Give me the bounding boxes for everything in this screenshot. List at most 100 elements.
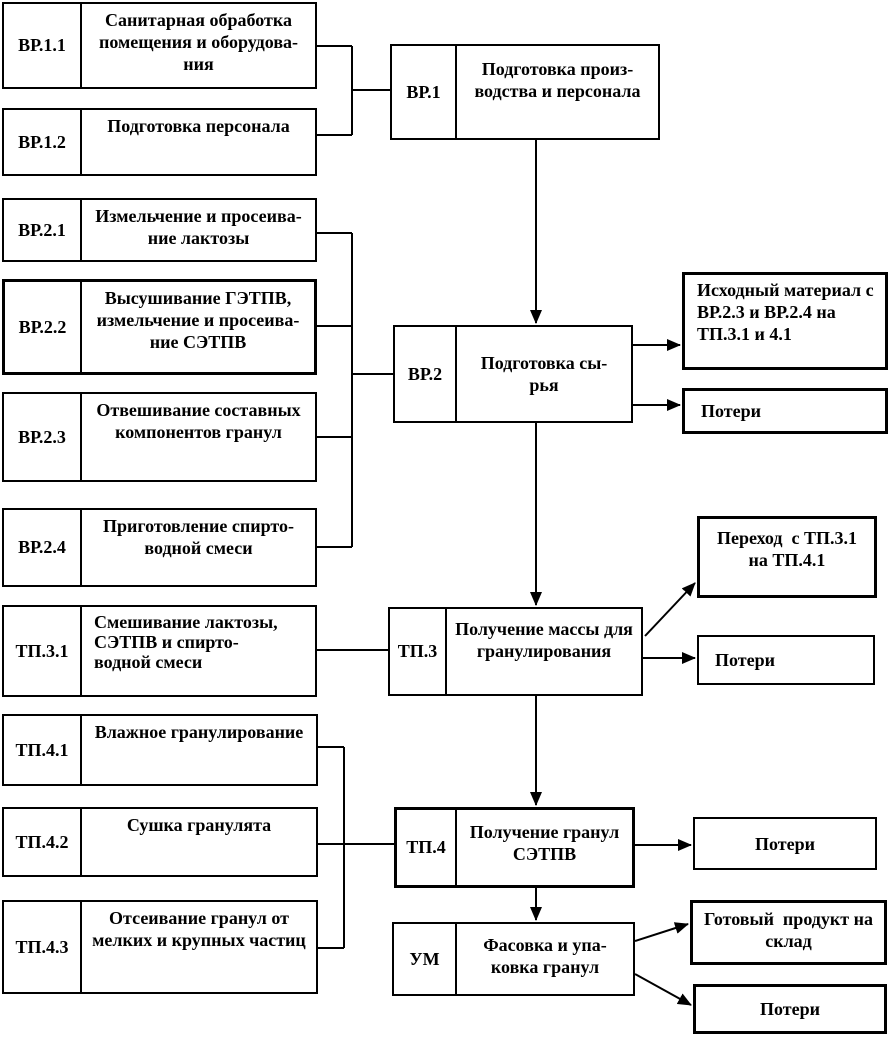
text-line: Подготовка произ- xyxy=(481,59,634,79)
text-line: Потери xyxy=(701,401,761,421)
stage-text: Приготовление спирто-водной смеси xyxy=(82,510,315,585)
stage-code: ТП.4.2 xyxy=(4,809,82,875)
text-line: СЭТПВ и спирто- xyxy=(94,632,239,652)
text-line: компонентов гранул xyxy=(115,422,282,442)
process-box-tp-4-2: ТП.4.2 Сушка гранулята xyxy=(2,807,318,877)
process-box-vr-2-1: ВР.2.1 Измельчение и просеива-ние лактоз… xyxy=(2,198,317,262)
text-line: водства и персонала xyxy=(474,81,641,101)
text-line: склад xyxy=(765,931,812,951)
text-line: Санитарная обработка xyxy=(105,10,292,30)
text-line: Приготовление спирто- xyxy=(103,516,294,536)
text-line: Смешивание лактозы, xyxy=(94,612,278,632)
stage-text: Фасовка и упа-ковка гранул xyxy=(457,924,633,994)
process-box-um: УМ Фасовка и упа-ковка гранул xyxy=(392,922,635,996)
text-line: Переход с ТП.3.1 xyxy=(716,528,858,548)
output-box-losses-vr2: Потери xyxy=(682,388,888,434)
text-line: на ТП.4.1 xyxy=(748,550,826,570)
text-line: водной смеси xyxy=(144,538,253,558)
text-line: Исходный материал с xyxy=(697,280,874,300)
output-box-losses-um: Потери xyxy=(693,984,887,1034)
output-text: Потери xyxy=(699,637,873,683)
text-line: ковка гранул xyxy=(490,957,600,977)
text-line: Фасовка и упа- xyxy=(483,935,607,955)
text-line: мелких и крупных частиц xyxy=(92,930,306,950)
stage-text: Смешивание лактозы,СЭТПВ и спирто-водной… xyxy=(82,607,315,695)
text-line: Высушивание ГЭТПВ, xyxy=(104,288,292,308)
stage-text: Сушка гранулята xyxy=(82,809,316,875)
stage-text: Влажное гранулирование xyxy=(82,716,316,784)
stage-code: ВР.2.4 xyxy=(4,510,82,585)
stage-code: ВР.2.3 xyxy=(4,394,82,480)
text-line: Сушка гранулята xyxy=(126,815,272,835)
stage-text: Подготовка произ-водства и персонала xyxy=(457,46,658,138)
stage-code: ТП.3 xyxy=(390,609,447,694)
process-box-vr-2-4: ВР.2.4 Приготовление спирто-водной смеси xyxy=(2,508,317,587)
stage-code: ВР.2.1 xyxy=(4,200,82,260)
process-box-vr-1: ВР.1 Подготовка произ-водства и персонал… xyxy=(390,44,660,140)
stage-text: Подготовка персонала xyxy=(82,110,315,174)
text-line: ния xyxy=(183,54,214,74)
text-line: Потери xyxy=(760,999,820,1019)
text-line: ние лактозы xyxy=(147,228,250,248)
text-line: СЭТПВ xyxy=(512,844,577,864)
text-line: Отсеивание гранул от xyxy=(109,908,289,928)
stage-text: Измельчение и просеива-ние лактозы xyxy=(82,200,315,260)
arrow-um-to-product xyxy=(634,922,689,942)
process-box-tp-3-1: ТП.3.1 Смешивание лактозы,СЭТПВ и спирто… xyxy=(2,605,317,697)
text-line: рья xyxy=(529,375,559,395)
text-line: помещения и оборудова- xyxy=(98,32,299,52)
stage-code: ВР.2.2 xyxy=(5,282,82,372)
stage-code: ТП.3.1 xyxy=(4,607,82,695)
text-line: водной смеси xyxy=(94,652,203,672)
output-text: Потери xyxy=(685,391,885,431)
output-text: Потери xyxy=(695,819,875,868)
stage-code: ВР.1 xyxy=(392,46,457,138)
arrow-um-to-loss xyxy=(634,973,692,1006)
stage-code: ТП.4.3 xyxy=(4,902,82,992)
text-line: Получение гранул xyxy=(469,822,620,842)
stage-text: Подготовка сы-рья xyxy=(457,327,631,421)
text-line: измельчение и просеива- xyxy=(96,310,300,330)
process-box-vr-2: ВР.2 Подготовка сы-рья xyxy=(393,325,633,423)
text-line: Подготовка персонала xyxy=(107,116,290,136)
stage-code: ВР.1.2 xyxy=(4,110,82,174)
text-line: Потери xyxy=(755,833,815,854)
process-box-vr-2-2: ВР.2.2 Высушивание ГЭТПВ,измельчение и п… xyxy=(2,279,317,375)
text-line: Готовый продукт на xyxy=(704,909,873,929)
stage-text: Высушивание ГЭТПВ,измельчение и просеива… xyxy=(82,282,314,372)
text-line: Влажное гранулирование xyxy=(94,722,304,742)
stage-code: ВР.1.1 xyxy=(4,4,82,87)
text-line: ТП.3.1 и 4.1 xyxy=(697,324,792,344)
process-box-vr-1-2: ВР.1.2 Подготовка персонала xyxy=(2,108,317,176)
output-text: Потери xyxy=(696,987,884,1031)
stage-code: ТП.4.1 xyxy=(4,716,82,784)
text-line: ВР.2.3 и ВР.2.4 на xyxy=(697,302,836,322)
text-line: ние СЭТПВ xyxy=(149,332,247,352)
text-line: Получение массы для xyxy=(455,619,633,639)
stage-code: ВР.2 xyxy=(395,327,457,421)
output-box-losses-tp4: Потери xyxy=(693,817,877,870)
text-line: Измельчение и просеива- xyxy=(95,206,302,226)
output-box-losses-tp3: Потери xyxy=(697,635,875,685)
text-line: Подготовка сы- xyxy=(480,353,608,373)
stage-code: УМ xyxy=(394,924,457,994)
process-box-tp-4-1: ТП.4.1 Влажное гранулирование xyxy=(2,714,318,786)
stage-code: ТП.4 xyxy=(397,810,457,885)
